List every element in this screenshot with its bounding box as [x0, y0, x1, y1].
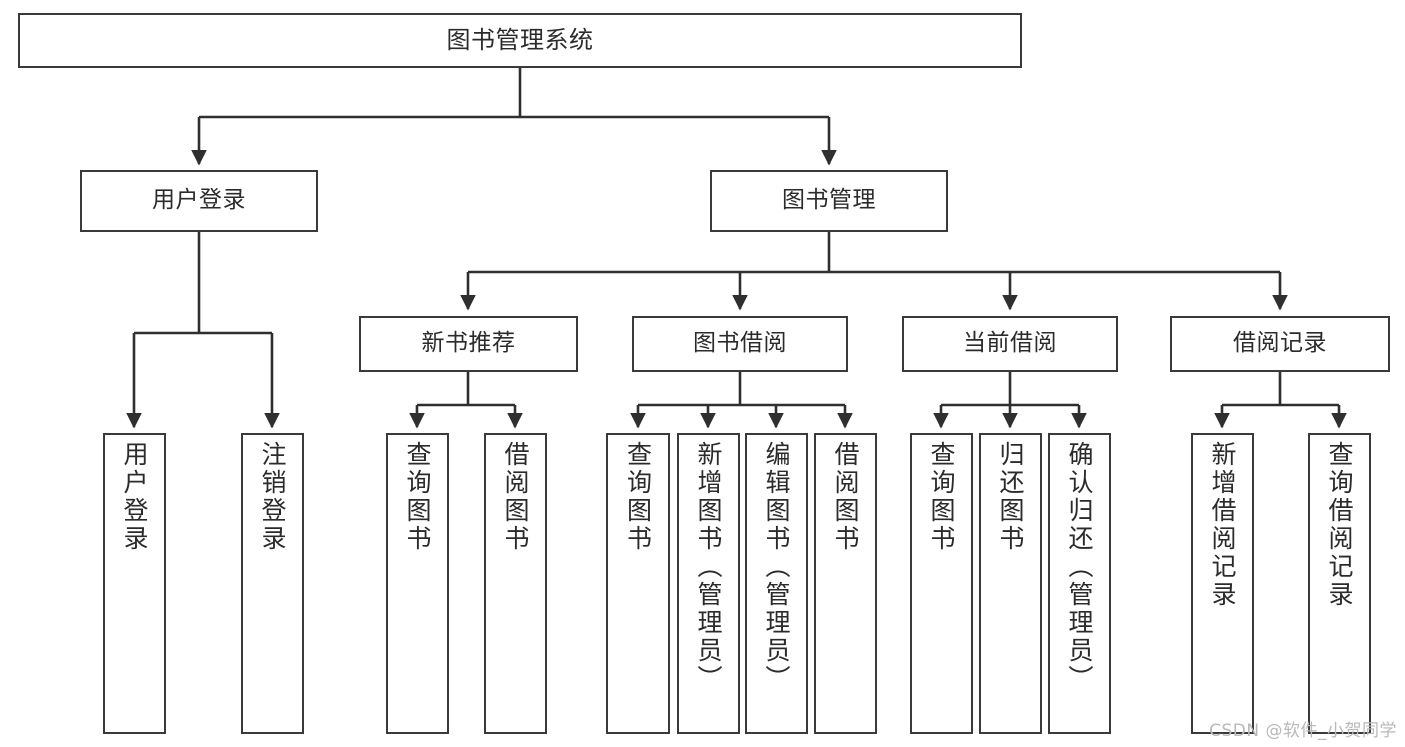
node-book-manage[interactable]: 图书管理	[710, 170, 948, 232]
leaf-borrow-book-borrow[interactable]: 借阅图书	[814, 433, 877, 734]
node-label: 新增借阅记录	[1208, 441, 1237, 609]
leaf-add-book-admin[interactable]: 新增图书（管理员）	[677, 433, 740, 734]
leaf-add-borrow-record[interactable]: 新增借阅记录	[1191, 433, 1254, 734]
node-label: 借阅图书	[831, 441, 860, 553]
leaf-query-book-current[interactable]: 查询图书	[910, 433, 973, 734]
leaf-confirm-return-admin[interactable]: 确认归还（管理员）	[1048, 433, 1111, 734]
leaf-borrow-book-recommend[interactable]: 借阅图书	[484, 433, 547, 734]
leaf-user-login[interactable]: 用户登录	[103, 433, 166, 734]
node-label: 当前借阅	[963, 330, 1057, 357]
node-label: 查询图书	[403, 441, 432, 553]
node-label: 归还图书	[996, 441, 1025, 553]
node-label: 查询图书	[623, 441, 653, 553]
node-new-book-recommend[interactable]: 新书推荐	[359, 316, 578, 372]
node-label: 注销登录	[258, 441, 287, 553]
node-label: 图书管理	[782, 187, 876, 214]
node-label: 查询图书	[927, 441, 956, 553]
node-label: 借阅记录	[1233, 330, 1327, 357]
node-current-borrow[interactable]: 当前借阅	[902, 316, 1118, 372]
leaf-return-book[interactable]: 归还图书	[979, 433, 1042, 734]
csdn-watermark: CSDN @软件_小贺同学	[1209, 721, 1397, 741]
node-label: 用户登录	[152, 187, 246, 214]
leaf-user-logout[interactable]: 注销登录	[241, 433, 304, 734]
node-book-borrow[interactable]: 图书借阅	[632, 316, 848, 372]
node-label: 编辑图书（管理员）	[762, 441, 791, 693]
node-label: 图书管理系统	[446, 26, 594, 55]
leaf-query-book-recommend[interactable]: 查询图书	[386, 433, 449, 734]
node-label: 确认归还（管理员）	[1065, 441, 1094, 693]
node-label: 查询借阅记录	[1325, 441, 1354, 609]
node-label: 图书借阅	[693, 330, 787, 357]
node-label: 新书推荐	[421, 330, 516, 357]
node-root-system[interactable]: 图书管理系统	[18, 13, 1022, 68]
leaf-query-book-borrow[interactable]: 查询图书	[606, 433, 670, 734]
node-label: 新增图书（管理员）	[694, 441, 723, 693]
node-borrow-record[interactable]: 借阅记录	[1170, 316, 1390, 372]
node-user-login[interactable]: 用户登录	[80, 170, 318, 232]
node-label: 借阅图书	[501, 441, 530, 553]
node-label: 用户登录	[120, 441, 149, 553]
leaf-query-borrow-record[interactable]: 查询借阅记录	[1308, 433, 1371, 734]
leaf-edit-book-admin[interactable]: 编辑图书（管理员）	[745, 433, 808, 734]
